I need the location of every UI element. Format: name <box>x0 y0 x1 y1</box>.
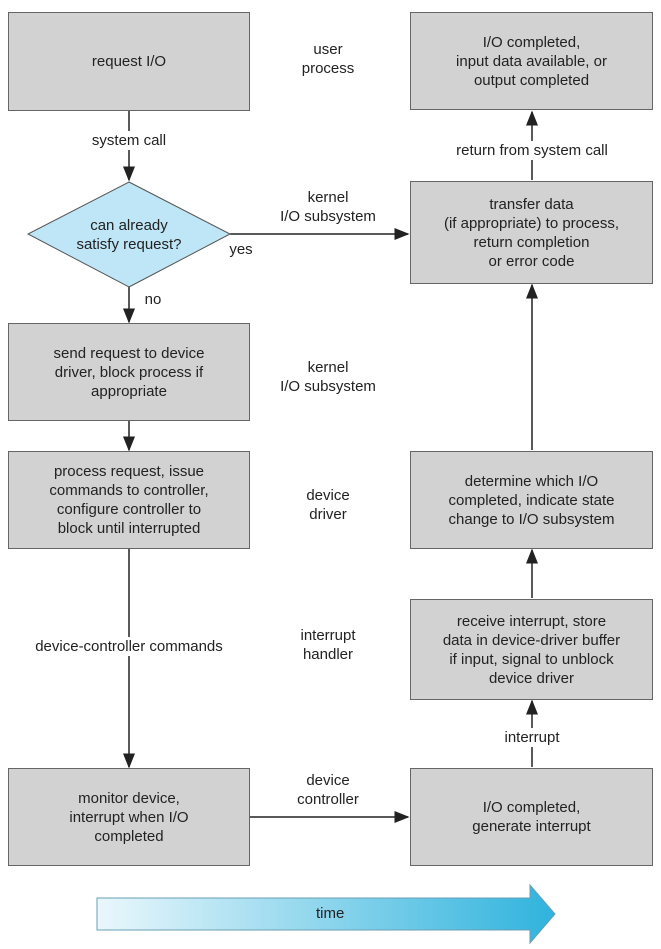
process-request-box: process request, issue commands to contr… <box>8 451 250 549</box>
io-completed-top-box: I/O completed, input data available, or … <box>410 12 653 110</box>
transfer-data-box: transfer data (if appropriate) to proces… <box>410 181 653 284</box>
time-arrow <box>96 883 556 945</box>
layer-device-controller: device controller <box>297 772 359 808</box>
layer-interrupt-handler: interrupt handler <box>300 627 356 663</box>
decision-diamond <box>26 181 232 288</box>
monitor-device-box: monitor device, interrupt when I/O compl… <box>8 768 250 866</box>
yes-label: yes <box>229 241 253 258</box>
return-from-system-call-label: return from system call <box>440 141 624 160</box>
layer-device-driver: device driver <box>306 487 350 523</box>
system-call-label: system call <box>70 131 188 150</box>
send-request-box: send request to device driver, block pro… <box>8 323 250 421</box>
device-controller-commands-label: device-controller commands <box>18 637 240 656</box>
layer-kernel-io-subsystem-1: kernel I/O subsystem <box>280 189 376 225</box>
layer-kernel-io-subsystem-2: kernel I/O subsystem <box>280 359 376 395</box>
layer-user-process: user process <box>301 41 355 77</box>
determine-io-box: determine which I/O completed, indicate … <box>410 451 653 549</box>
no-label: no <box>144 291 162 308</box>
io-completed-bottom-box: I/O completed, generate interrupt <box>410 768 653 866</box>
decision-label: can already satisfy request? <box>76 217 182 253</box>
request-io-box: request I/O <box>8 12 250 111</box>
interrupt-label: interrupt <box>495 728 569 747</box>
time-label: time <box>316 905 345 922</box>
receive-interrupt-box: receive interrupt, store data in device-… <box>410 599 653 700</box>
